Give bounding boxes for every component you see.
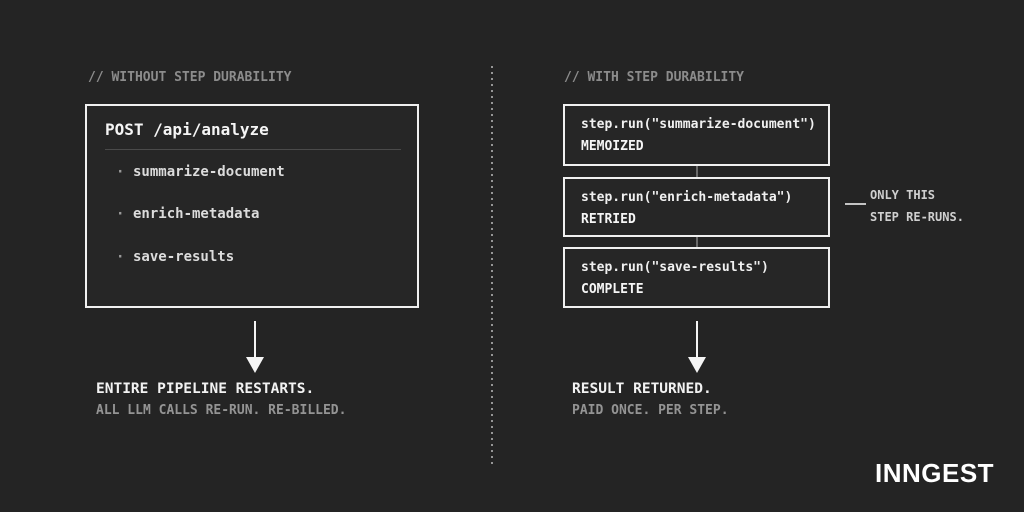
- step-code: step.run("enrich-metadata"): [581, 190, 793, 205]
- inngest-logo: INNGEST: [875, 458, 995, 488]
- step-status: MEMOIZED: [581, 139, 644, 154]
- down-arrow-icon: [688, 321, 706, 373]
- left-result-subtitle: ALL LLM CALLS RE-RUN. RE-BILLED.: [96, 403, 347, 418]
- left-result-title: ENTIRE PIPELINE RESTARTS.: [96, 381, 315, 397]
- bullet-icon: ·: [116, 164, 125, 180]
- pipeline-step-label: summarize-document: [133, 164, 285, 180]
- annotation-text: STEP RE-RUNS.: [870, 210, 964, 224]
- bullet-icon: ·: [116, 206, 125, 222]
- step-code: step.run("save-results"): [581, 260, 769, 275]
- step-status: RETRIED: [581, 212, 636, 227]
- pipeline-step-row: · enrich-metadata: [87, 206, 417, 282]
- step-box-retried: step.run("enrich-metadata") RETRIED: [563, 177, 830, 237]
- step-connector-line: [696, 166, 698, 177]
- title-divider-line: [105, 149, 401, 150]
- left-section-header: // WITHOUT STEP DURABILITY: [88, 70, 292, 85]
- pipeline-step-row: · summarize-document: [87, 164, 417, 240]
- right-result-subtitle: PAID ONCE. PER STEP.: [572, 403, 729, 418]
- step-code: step.run("summarize-document"): [581, 117, 816, 132]
- api-endpoint-box: POST /api/analyze · summarize-document ·…: [85, 104, 419, 308]
- step-box-memoized: step.run("summarize-document") MEMOIZED: [563, 104, 830, 166]
- pipeline-step-label: save-results: [133, 249, 235, 265]
- annotation-pointer-line: [845, 203, 866, 205]
- annotation-text: ONLY THIS: [870, 188, 936, 202]
- right-section-header: // WITH STEP DURABILITY: [564, 70, 745, 85]
- down-arrow-icon: [246, 321, 264, 373]
- pipeline-step-label: enrich-metadata: [133, 206, 260, 222]
- pipeline-step-row: · save-results: [87, 249, 417, 325]
- step-status: COMPLETE: [581, 282, 644, 297]
- endpoint-title: POST /api/analyze: [105, 120, 269, 139]
- right-result-title: RESULT RETURNED.: [572, 381, 712, 397]
- dotted-section-divider: [491, 66, 493, 466]
- step-connector-line: [696, 237, 698, 247]
- bullet-icon: ·: [116, 249, 125, 265]
- step-box-complete: step.run("save-results") COMPLETE: [563, 247, 830, 308]
